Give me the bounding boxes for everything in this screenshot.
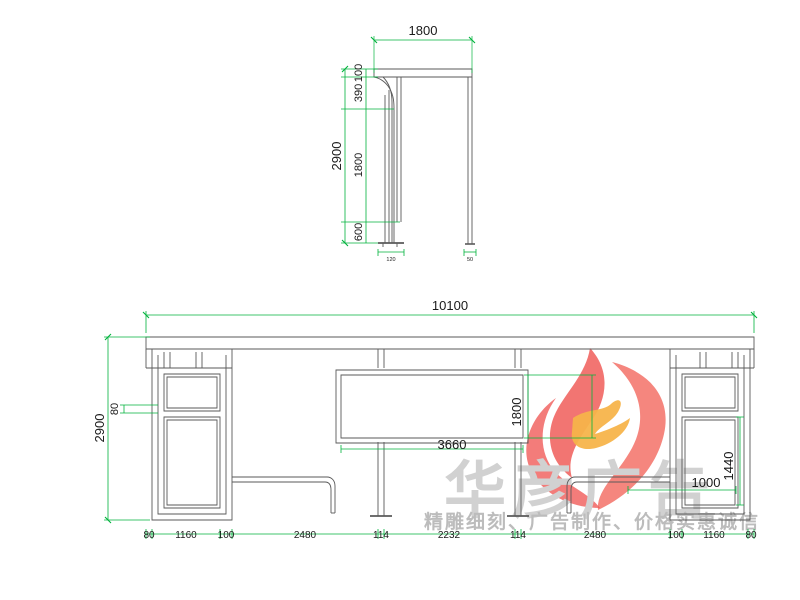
dim-chain-label-2: 100 xyxy=(218,530,235,541)
left-slat-1 xyxy=(163,352,171,368)
center-posts xyxy=(370,349,529,517)
dim-label-overall-height: 2900 xyxy=(92,414,107,443)
dim-label-80-left: 80 xyxy=(109,403,121,415)
dim-chain-label-0: 80 xyxy=(143,530,155,541)
watermark-group: 华彦广告 精雕细刻、广告制作、价格实惠诚信 xyxy=(424,348,758,533)
center-post-lower-b xyxy=(514,442,522,516)
dim-chain-label-6: 114 xyxy=(510,530,526,541)
dim-chain-label-9: 1160 xyxy=(703,530,725,541)
center-post-upper-b xyxy=(514,349,522,368)
canopy-arm-inner xyxy=(382,76,393,243)
dim-chain-label-8: 100 xyxy=(668,530,685,541)
right-slat-2 xyxy=(731,352,739,368)
dim-label-overall-width: 10100 xyxy=(432,298,468,313)
side-elevation-view xyxy=(373,68,475,247)
right-lower-panel xyxy=(681,416,739,509)
dim-chain-label-5: 2232 xyxy=(438,530,461,541)
dim-label-panel-width: 3660 xyxy=(438,437,467,452)
dim-label-top-width: 1800 xyxy=(409,23,438,38)
watermark-brand: 华彦广告 xyxy=(444,457,716,526)
canopy-slab xyxy=(373,68,473,78)
bench-right-top-outer xyxy=(566,476,670,513)
left-unit xyxy=(151,349,233,521)
canopy-arm-outer xyxy=(373,76,395,243)
right-upper-panel xyxy=(681,373,739,412)
dim-label-right-panel-height: 1440 xyxy=(721,452,736,481)
right-frame-outer xyxy=(669,349,751,521)
bench-right-top-inner xyxy=(570,481,670,513)
left-frame-inner xyxy=(157,355,227,515)
center-post-lower-a xyxy=(377,442,385,516)
bench-right xyxy=(566,476,670,514)
front-elevation-dimensions xyxy=(104,311,758,539)
dim-chain-label-1: 1160 xyxy=(175,530,197,541)
dim-label-side-height: 2900 xyxy=(329,142,344,171)
dim-label-seg-600: 600 xyxy=(353,223,365,241)
dim-label-footing-120: 120 xyxy=(386,257,395,263)
lightbox-frame-inner xyxy=(340,374,524,439)
left-lower-panel-in xyxy=(166,419,218,506)
roof-fascia xyxy=(145,336,755,350)
left-frame-outer xyxy=(151,349,233,521)
left-slat-2 xyxy=(195,352,203,368)
roof-end-lines xyxy=(145,349,755,368)
flame-logo xyxy=(526,348,666,510)
dim-label-footing-50: 50 xyxy=(467,257,473,263)
front-elevation-view xyxy=(145,336,755,521)
right-frame-inner xyxy=(675,355,745,515)
right-slat-1 xyxy=(699,352,707,368)
left-lower-panel xyxy=(163,416,221,509)
dim-chain-ticks xyxy=(145,529,755,539)
dim-label-seg-100: 100 xyxy=(353,64,365,82)
left-upper-panel xyxy=(163,373,221,412)
post-base-anchor xyxy=(382,243,398,247)
right-lower-panel-in xyxy=(684,419,736,506)
bench-left xyxy=(232,476,336,514)
lightbox-frame-outer xyxy=(335,369,529,444)
left-upper-panel-in xyxy=(166,376,218,409)
bench-top-inner xyxy=(232,481,332,513)
dim-label-panel-height: 1800 xyxy=(509,398,524,427)
dim-label-seg-390: 390 xyxy=(353,84,365,102)
dim-chain-label-7: 2480 xyxy=(584,530,607,541)
dim-chain-label-3: 2480 xyxy=(294,530,317,541)
dim-label-seg-1800: 1800 xyxy=(353,153,365,177)
dim-chain-label-10: 80 xyxy=(745,530,757,541)
side-elevation-dimensions xyxy=(341,36,477,256)
bench-top-outer xyxy=(232,476,336,513)
dim-label-right-panel-width: 1000 xyxy=(692,475,721,490)
right-unit xyxy=(669,349,751,521)
center-lightbox xyxy=(335,369,529,444)
right-upper-panel-in xyxy=(684,376,736,409)
center-post-upper-a xyxy=(377,349,385,368)
dim-chain-label-4: 114 xyxy=(373,530,389,541)
